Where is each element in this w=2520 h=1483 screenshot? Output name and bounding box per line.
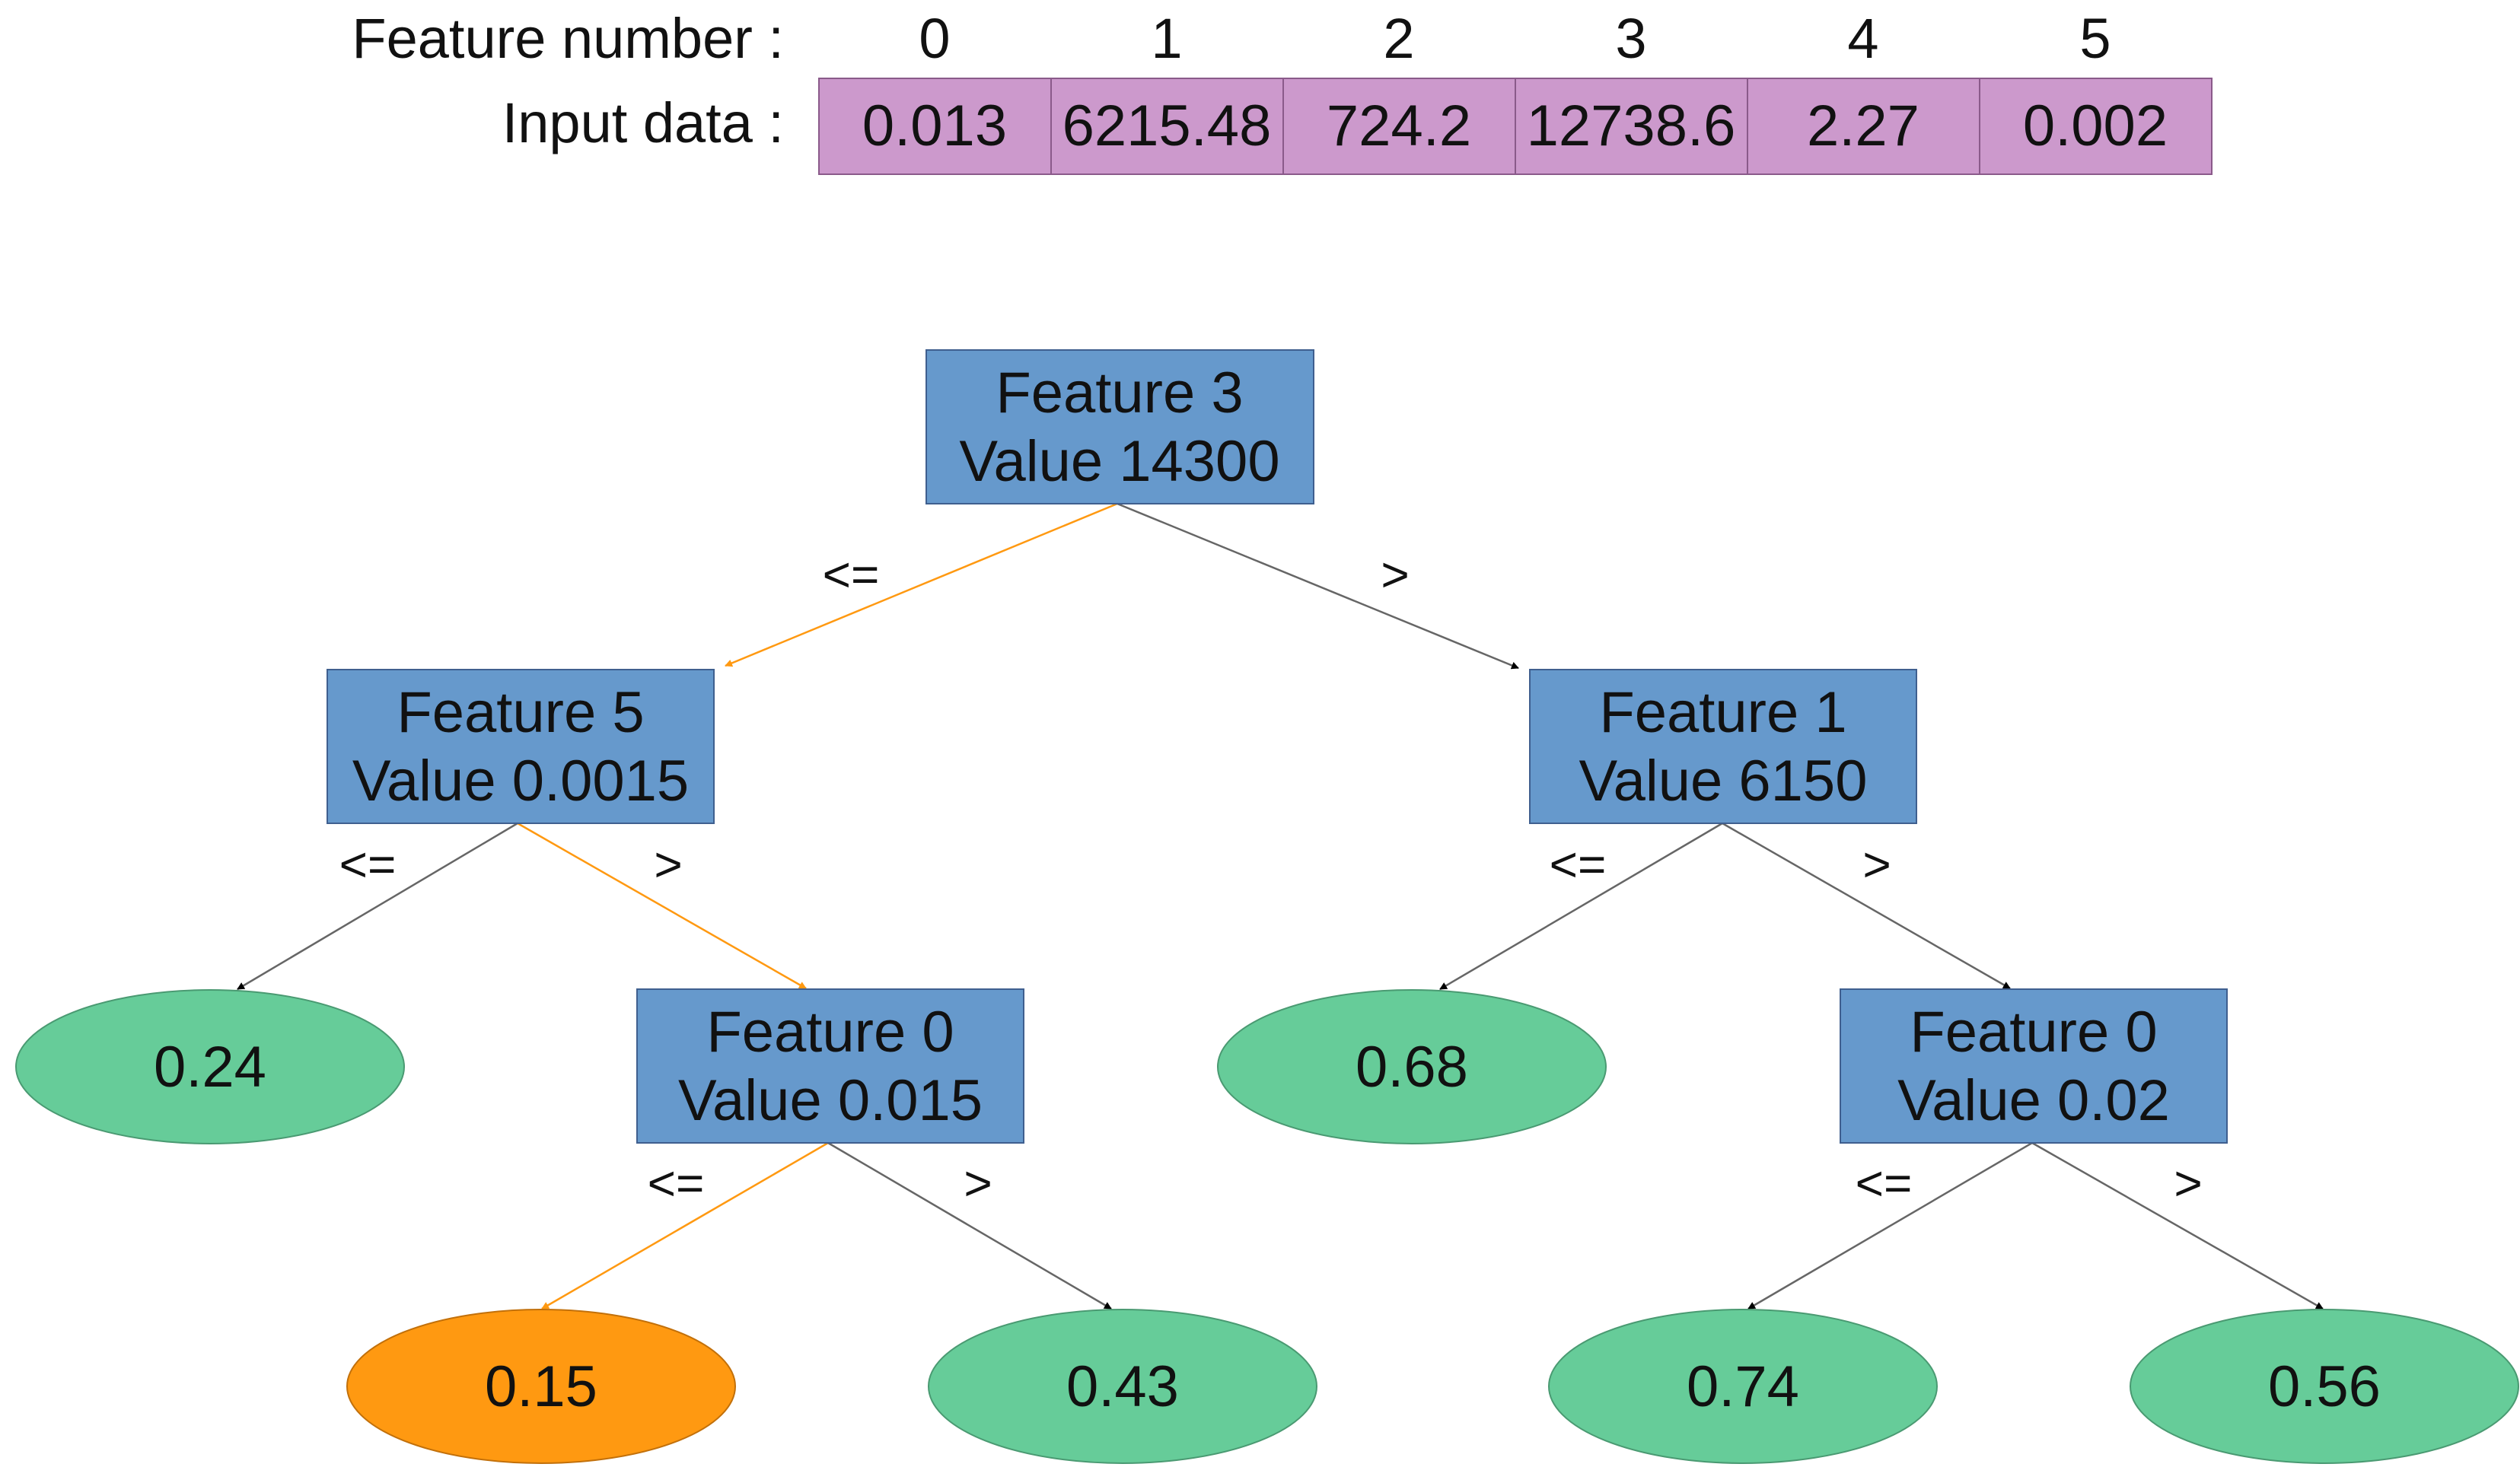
split-node-root: Feature 3 Value 14300 [925, 349, 1314, 504]
edge-right-left [1439, 822, 1723, 991]
split-node-threshold: Value 14300 [959, 429, 1279, 494]
leaf-value: 0.43 [1066, 1354, 1179, 1419]
input-value-1: 6215.48 [1062, 94, 1272, 158]
split-node-threshold: Value 0.0015 [352, 749, 689, 813]
edge-label-gt: > [1381, 547, 1409, 602]
tree-edges [237, 502, 2324, 1310]
input-cell-1 [1050, 78, 1284, 175]
input-value-0: 0.013 [862, 94, 1007, 158]
edge-label-le: <= [1856, 1156, 1913, 1211]
edge-left-right [517, 822, 807, 990]
edge-label-le: <= [648, 1156, 705, 1211]
split-node-feature: Feature 1 [1599, 680, 1846, 745]
leaf-value: 0.15 [485, 1354, 597, 1419]
input-cell-2 [1282, 78, 1516, 175]
leaf-node-selected: 0.15 [346, 1309, 736, 1464]
leaf-value: 0.68 [1356, 1035, 1468, 1100]
leaf-value: 0.56 [2268, 1354, 2381, 1419]
input-values-row: 0.013 6215.48 724.2 12738.6 2.27 0.002 [818, 78, 2213, 175]
feature-number-2: 2 [1383, 7, 1414, 70]
edge-labels: <= > <= > <= > <= > <= > [339, 547, 2203, 1211]
edge-label-le: <= [1550, 837, 1607, 892]
split-node-feature: Feature 0 [1910, 1000, 2157, 1065]
split-node-threshold: Value 6150 [1579, 749, 1868, 813]
edge-label-gt: > [1862, 837, 1891, 892]
split-node-threshold: Value 0.02 [1897, 1068, 2170, 1133]
leaf-node-lrr: 0.43 [928, 1309, 1317, 1464]
edge-lr-left [541, 1141, 829, 1310]
edge-lr-right [827, 1141, 1112, 1310]
split-node-right: Feature 1 Value 6150 [1529, 669, 1917, 824]
feature-number-1: 1 [1151, 7, 1182, 70]
edge-rr-right [2031, 1141, 2324, 1310]
edge-label-le: <= [339, 837, 397, 892]
edge-label-le: <= [823, 547, 880, 602]
input-cell-5 [1979, 78, 2213, 175]
feature-number-label: Feature number : [352, 7, 784, 70]
split-node-left: Feature 5 Value 0.0015 [327, 669, 715, 824]
split-node-feature: Feature 0 [706, 1000, 954, 1065]
input-cell-4 [1747, 78, 1980, 175]
leaf-value: 0.74 [1687, 1354, 1799, 1419]
input-value-4: 2.27 [1807, 94, 1919, 158]
input-value-5: 0.002 [2023, 94, 2168, 158]
input-value-2: 724.2 [1327, 94, 1471, 158]
input-cell-3 [1515, 78, 1748, 175]
edge-root-right [1117, 502, 1519, 670]
edge-left-left [237, 822, 518, 991]
edge-rr-left [1747, 1141, 2033, 1310]
leaf-node-ll: 0.24 [15, 989, 405, 1144]
input-data-label: Input data : [502, 91, 784, 154]
feature-number-4: 4 [1847, 7, 1878, 70]
input-value-3: 12738.6 [1527, 94, 1736, 158]
edge-root-left [725, 502, 1118, 667]
leaf-node-rrr: 0.56 [2130, 1309, 2519, 1464]
edge-right-right [1722, 822, 2011, 990]
leaf-value: 0.24 [154, 1035, 266, 1100]
leaf-node-rl: 0.68 [1217, 989, 1607, 1144]
input-cell-0 [818, 78, 1052, 175]
feature-number-5: 5 [2079, 7, 2111, 70]
feature-number-3: 3 [1615, 7, 1646, 70]
split-node-right-right: Feature 0 Value 0.02 [1840, 988, 2228, 1144]
edge-label-gt: > [654, 837, 682, 892]
leaf-node-rrl: 0.74 [1548, 1309, 1938, 1464]
edge-label-gt: > [964, 1156, 992, 1211]
input-table: Feature number : Input data : 0 1 2 3 4 … [352, 7, 2213, 175]
split-node-feature: Feature 3 [996, 361, 1243, 425]
feature-numbers-row: 0 1 2 3 4 5 [919, 7, 2111, 70]
feature-number-0: 0 [919, 7, 950, 70]
split-node-threshold: Value 0.015 [678, 1068, 983, 1133]
split-node-left-right: Feature 0 Value 0.015 [636, 988, 1024, 1144]
edge-label-gt: > [2174, 1156, 2202, 1211]
split-node-feature: Feature 5 [397, 680, 644, 745]
